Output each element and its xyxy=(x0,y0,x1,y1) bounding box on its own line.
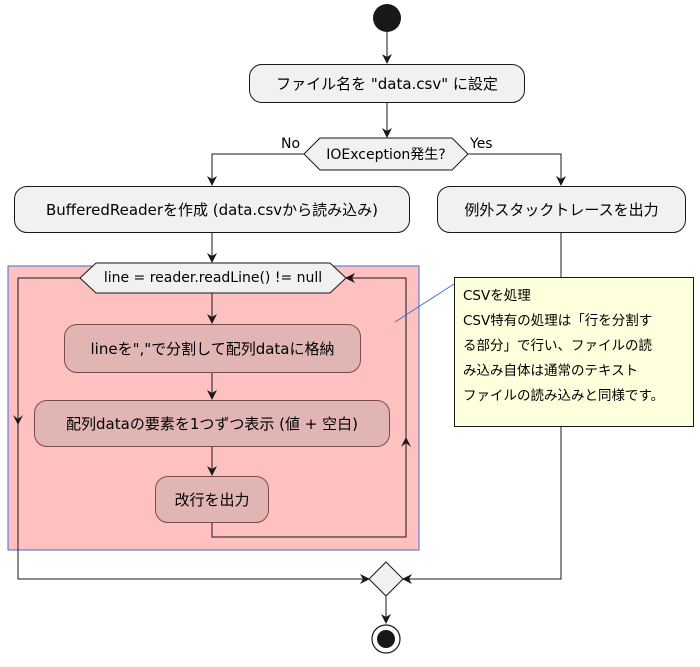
create-reader-action: BufferedReaderを作成 (data.csvから読み込み) xyxy=(14,186,410,233)
yes-branch-label: Yes xyxy=(470,136,493,152)
ioexception-decision-label: IOException発生? xyxy=(326,147,446,163)
note-line: CSVを処理 xyxy=(463,288,531,304)
merge-diamond xyxy=(368,561,404,597)
note-line: CSV特有の処理は「行を分割す xyxy=(463,313,653,329)
loop-exit-down-arrow xyxy=(13,415,23,425)
set-filename-action: ファイル名を "data.csv" に設定 xyxy=(249,64,525,103)
note-line: み込み自体は通常のテキスト xyxy=(463,363,639,379)
while-condition-label: line = reader.readLine() != null xyxy=(103,270,323,286)
split-line-action: lineを","で分割して配列dataに格納 xyxy=(64,324,361,373)
end-node-inner xyxy=(377,630,395,648)
loop-back-up-arrow xyxy=(401,437,411,447)
note-line: る部分」で行い、ファイルの読 xyxy=(463,338,652,354)
note-connector xyxy=(394,283,455,323)
edge-yes-branch xyxy=(468,153,566,186)
edge-loop-exit xyxy=(17,277,370,584)
no-branch-label: No xyxy=(281,136,301,152)
csv-note: CSVを処理 CSV特有の処理は「行を分割す る部分」で行い、ファイルの読 み込… xyxy=(454,277,694,427)
print-stacktrace-action: 例外スタックトレースを出力 xyxy=(437,186,686,233)
start-node xyxy=(373,4,401,32)
note-line: ファイルの読み込みと同様です。 xyxy=(463,388,665,404)
edge-loop-back xyxy=(211,273,407,538)
edge-no-branch xyxy=(207,153,304,186)
print-newline-action: 改行を出力 xyxy=(155,476,269,523)
print-elements-action: 配列dataの要素を1つずつ表示 (値 + 空白) xyxy=(34,400,390,447)
